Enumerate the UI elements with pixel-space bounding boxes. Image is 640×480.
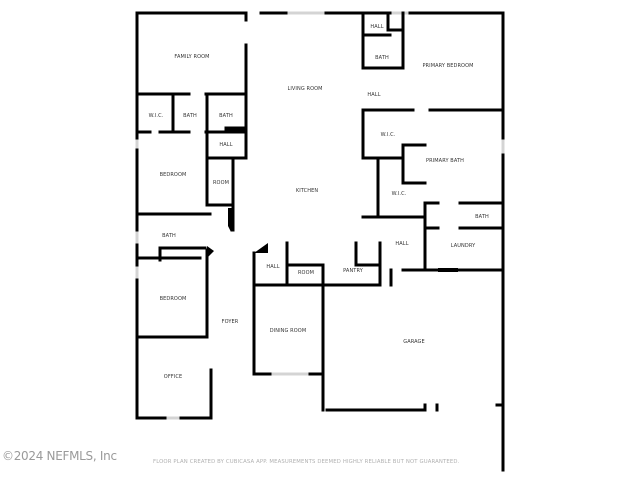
- room-label-hall-laundry: HALL: [395, 241, 409, 247]
- room-label-wic-left: W.I.C.: [148, 113, 164, 119]
- room-label-hall-dining: HALL: [266, 264, 280, 270]
- room-label-office: OFFICE: [163, 374, 183, 380]
- room-label-living-room: LIVING ROOM: [287, 86, 323, 92]
- laundry-fixture: [438, 268, 458, 272]
- door-swing-foyer: [207, 246, 214, 258]
- room-label-bath-mid: BATH: [219, 113, 233, 119]
- fixtures: [207, 127, 458, 272]
- walls: [135, 11, 505, 472]
- room-label-bath-primary-hall: BATH: [375, 55, 389, 61]
- room-label-hall-left: HALL: [219, 142, 233, 148]
- room-label-primary-bath: PRIMARY BATH: [426, 158, 464, 164]
- room-label-family-room: FAMILY ROOM: [174, 54, 210, 60]
- fireplace-shape: [228, 208, 234, 232]
- room-label-foyer: FOYER: [221, 319, 239, 325]
- room-label-bedroom-1: BEDROOM: [159, 172, 187, 178]
- room-label-garage: GARAGE: [403, 339, 425, 345]
- room-label-dining-room: DINING ROOM: [269, 328, 307, 334]
- room-label-bath-bedroom: BATH: [162, 233, 176, 239]
- room-label-bath-left: BATH: [183, 113, 197, 119]
- room-label-wic-primary-bottom: W.I.C.: [391, 191, 407, 197]
- bath-fixture: [228, 127, 246, 132]
- room-label-room-dining: ROOM: [297, 270, 315, 276]
- disclaimer-text: FLOOR PLAN CREATED BY CUBICASA APP. MEAS…: [153, 459, 460, 465]
- room-label-bath-laundry: BATH: [475, 214, 489, 220]
- room-label-room-small: ROOM: [212, 180, 230, 186]
- room-label-laundry: LAUNDRY: [450, 243, 476, 249]
- room-label-primary-bedroom: PRIMARY BEDROOM: [422, 63, 474, 69]
- room-label-wic-primary-top: W.I.C.: [380, 132, 396, 138]
- room-label-kitchen: KITCHEN: [295, 188, 319, 194]
- copyright-watermark: ©2024 NEFMLS, Inc: [2, 449, 117, 463]
- room-label-bedroom-2: BEDROOM: [159, 296, 187, 302]
- room-label-hall-mid: HALL: [367, 92, 381, 98]
- room-label-hall-top: HALL: [370, 24, 384, 30]
- room-label-pantry: PANTRY: [343, 268, 363, 274]
- door-swing-hall: [254, 243, 268, 253]
